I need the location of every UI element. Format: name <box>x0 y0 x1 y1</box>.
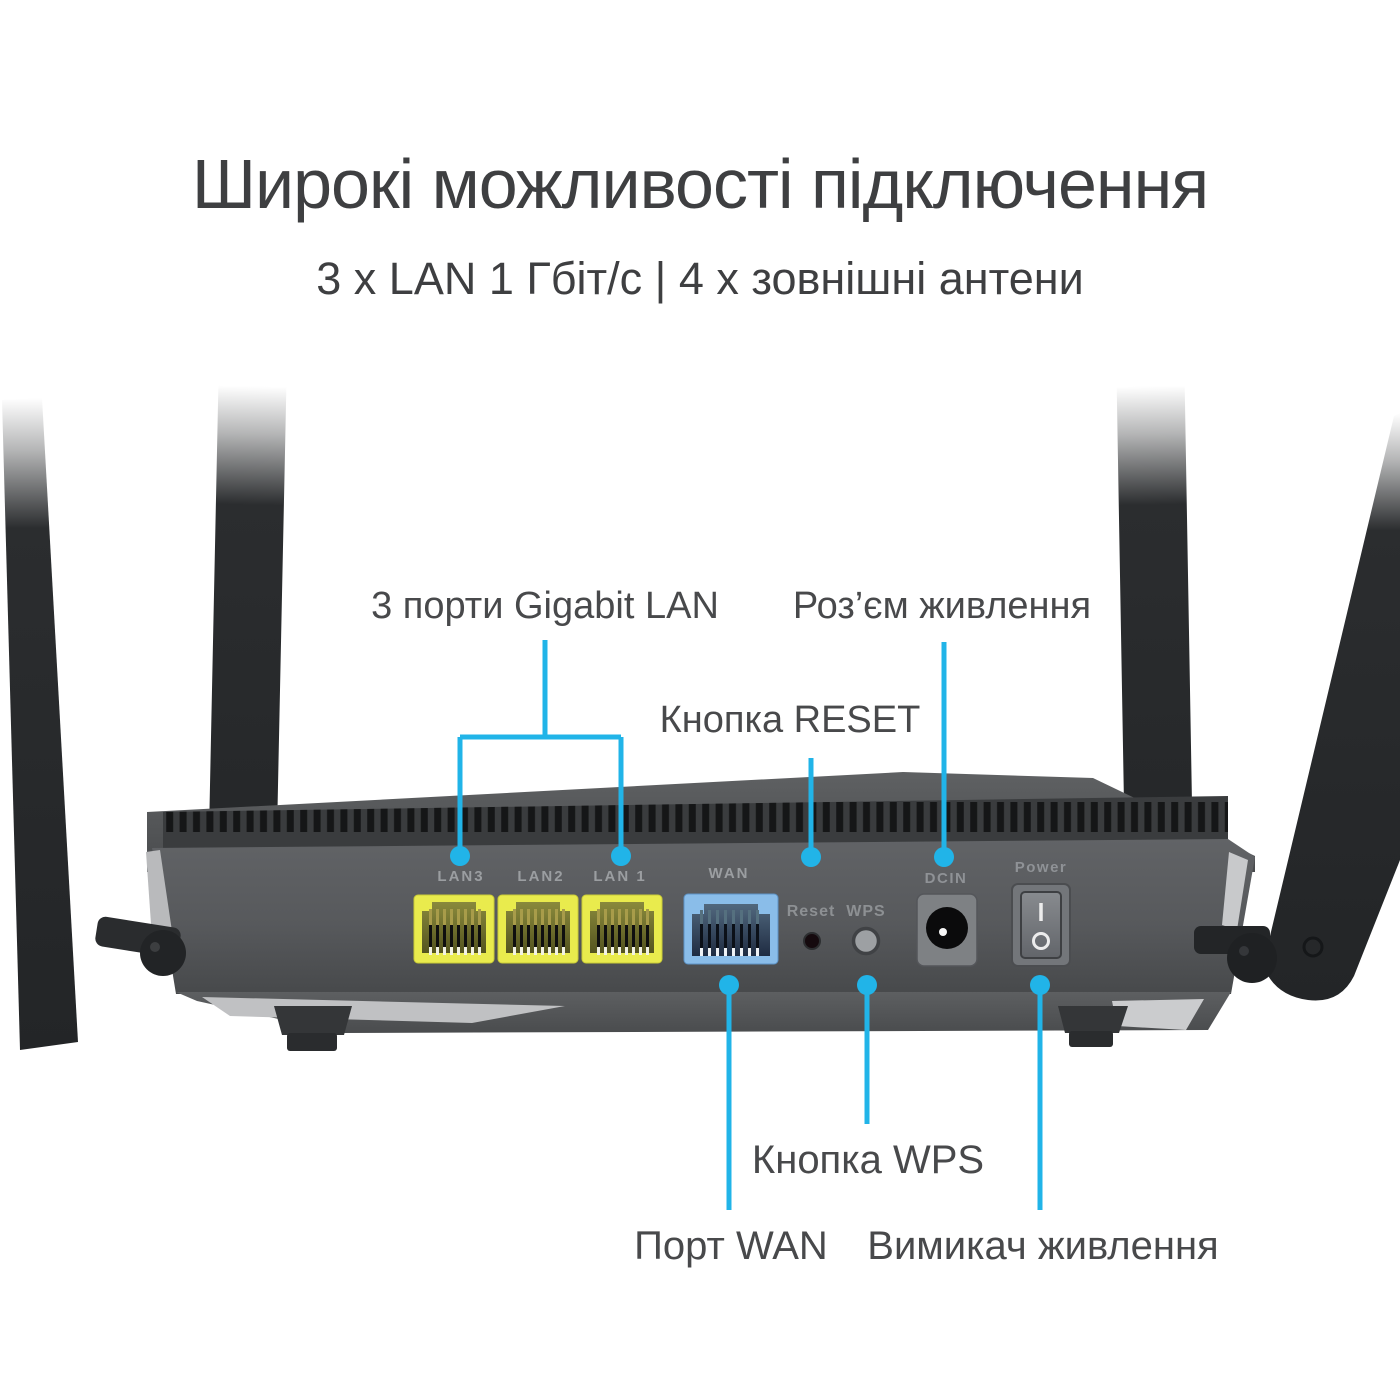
router-underside <box>176 992 1231 1033</box>
side-edge-left <box>146 850 173 938</box>
panel-label-lan2: LAN2 <box>517 868 565 885</box>
antenna-hinge-right <box>1194 926 1277 983</box>
panel-label-dcin: DCIN <box>924 870 968 887</box>
underside-highlight-right <box>1112 999 1204 1030</box>
callout-label-lan-ports: 3 порти Gigabit LAN <box>371 585 719 627</box>
antenna-outer-left <box>2 398 78 1050</box>
side-edge-right <box>1222 852 1248 930</box>
callout-label-power-jack: Роз’єм живлення <box>792 585 1092 627</box>
panel-label-reset: Reset <box>786 903 836 920</box>
lan-port-2 <box>497 894 579 964</box>
lan-port-1 <box>581 894 663 964</box>
wps-callout-dot <box>857 975 877 995</box>
rj45-pins <box>700 910 759 956</box>
foot-right <box>1058 1006 1128 1047</box>
lan-port-3 <box>413 894 495 964</box>
lan1-callout-dot <box>611 846 631 866</box>
power-switch <box>1011 883 1071 967</box>
reset-pinhole <box>803 932 821 950</box>
rj45-pins <box>597 909 649 955</box>
callout-label-wps-button: Кнопка WPS <box>751 1138 985 1182</box>
dc-jack <box>916 893 978 967</box>
power-jack-callout-dot <box>934 847 954 867</box>
lan3-callout-dot <box>450 846 470 866</box>
page-subtitle: 3 x LAN 1 Гбіт/с | 4 x зовнішні антени <box>316 253 1084 304</box>
foot-left <box>274 1006 352 1051</box>
panel-label-power: Power <box>1014 859 1068 876</box>
reset-callout-dot <box>801 847 821 867</box>
callout-label-power-switch: Вимикач живлення <box>867 1224 1219 1268</box>
wan-callout-dot <box>719 975 739 995</box>
power-off-glyph <box>1032 932 1050 950</box>
page-title: Широкі можливості підключення <box>191 145 1209 223</box>
antenna-outer-right <box>1262 413 1400 1001</box>
antenna-hinge-left <box>95 916 186 976</box>
panel-label-wan: WAN <box>708 865 750 882</box>
panel-label-lan3: LAN3 <box>437 868 485 885</box>
callout-connectors <box>450 640 1050 1210</box>
rj45-pins <box>429 909 481 955</box>
rj45-pins <box>513 909 565 955</box>
wan-port <box>683 893 779 965</box>
callout-label-wan-port: Порт WAN <box>634 1224 828 1268</box>
wps-button <box>851 926 881 956</box>
callout-label-reset-button: Кнопка RESET <box>659 699 921 741</box>
power-switch-callout-dot <box>1030 975 1050 995</box>
lan-callout-line <box>457 640 624 856</box>
panel-label-lan1: LAN 1 <box>593 868 647 885</box>
antenna-screw <box>1302 936 1324 958</box>
panel-label-wps: WPS <box>846 903 886 920</box>
